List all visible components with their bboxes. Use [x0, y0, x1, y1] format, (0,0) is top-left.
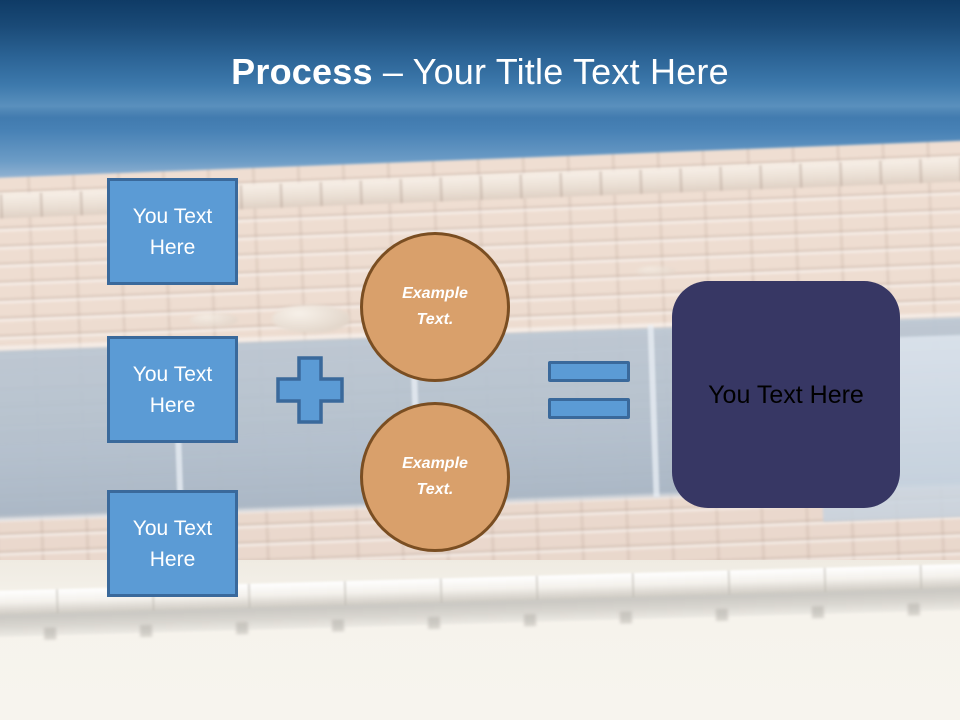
example-circle-1-line1: Example [402, 285, 468, 302]
title-separator: – [372, 51, 413, 92]
title-band [0, 0, 960, 118]
title-strong-part: Process [231, 51, 373, 92]
title-rest-part: Your Title Text Here [412, 51, 729, 92]
roof-vent-far-icon [636, 266, 676, 276]
roof-vent-icon [272, 305, 350, 333]
page-title: Process – Your Title Text Here [0, 50, 960, 94]
example-circle-2-line2: Text. [416, 481, 454, 498]
example-circle-2-line1: Example [402, 455, 468, 472]
input-box-2-line2: Here [149, 393, 196, 417]
input-box-3-line1: You Text [132, 516, 213, 540]
roof-vent-small-icon [190, 313, 238, 327]
result-box[interactable]: You Text Here [672, 281, 900, 508]
input-box-1-line2: Here [149, 235, 196, 259]
plus-sign-icon [275, 355, 345, 425]
example-circle-1-line2: Text. [416, 311, 454, 328]
equals-sign-icon [548, 361, 630, 419]
input-box-2-line1: You Text [132, 362, 213, 386]
equals-bar-bottom [548, 398, 630, 419]
input-box-3-line2: Here [149, 547, 196, 571]
input-box-1-line1: You Text [132, 204, 213, 228]
result-box-label: You Text Here [708, 380, 864, 409]
equals-bar-top [548, 361, 630, 382]
